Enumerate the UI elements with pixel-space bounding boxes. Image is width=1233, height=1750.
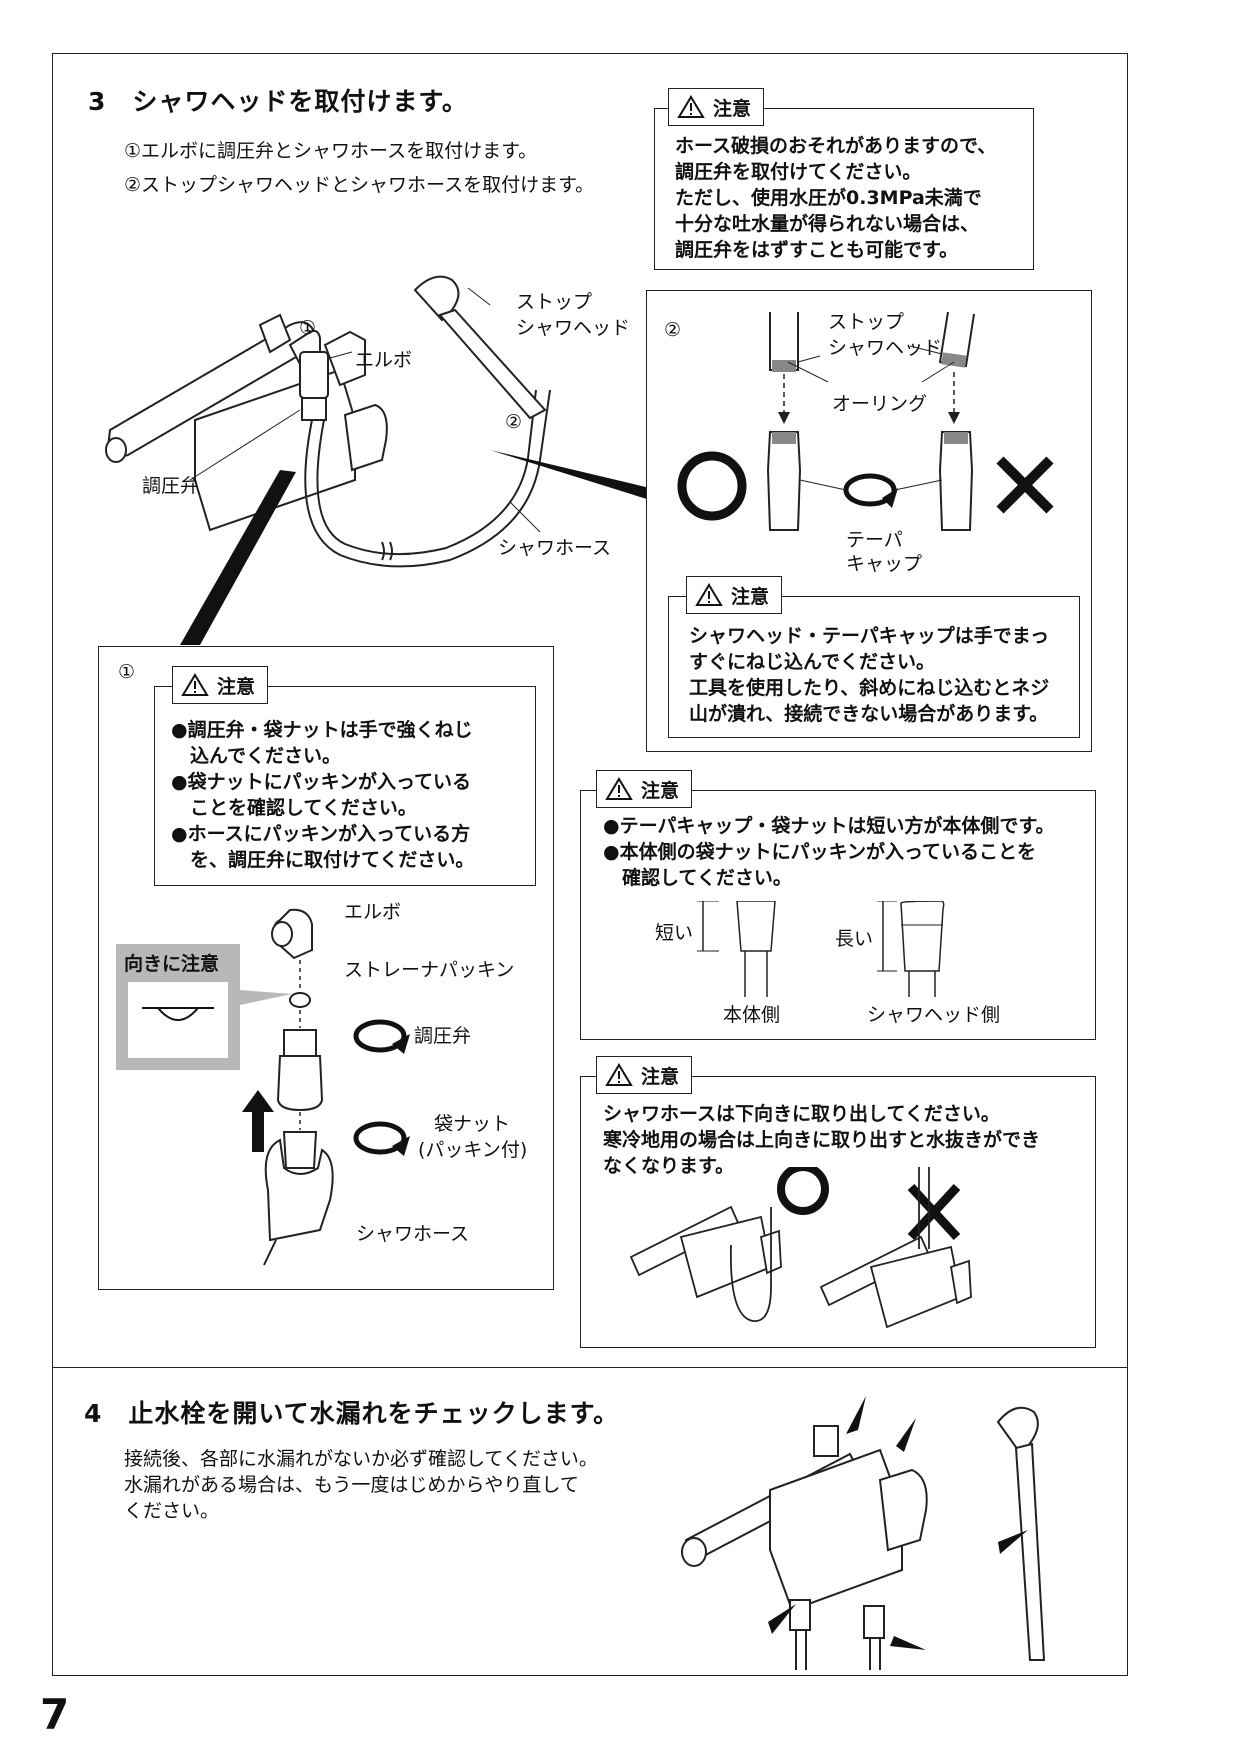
orientation-note-box: 向きに注意 [116, 944, 240, 1070]
caution-mid-line: 確認してください。 [603, 867, 792, 889]
pointer-wedge [240, 990, 292, 1005]
section-divider [52, 1367, 1128, 1368]
panel1-caution-line: ことを確認してください。 [171, 797, 417, 819]
panel1-regulator-label: 調圧弁 [414, 1025, 472, 1047]
panel1-caution-line: ●ホースにパッキンが入っている方 [171, 823, 471, 845]
panel1-marker: ① [118, 661, 136, 683]
caution-top-line: 調圧弁を取付けてください。 [675, 161, 922, 183]
caution-bottom-box: シャワホースは下向きに取り出してください。 寒冷地用の場合は上向きに取り出すと水… [580, 1076, 1096, 1348]
panel1-caution-line: ●袋ナットにパッキンが入っている [171, 771, 472, 793]
panel2-caution-box: シャワヘッド・テーパキャップは手でまっ すぐにねじ込んでください。 工具を使用し… [668, 596, 1080, 738]
wrong-mark-icon [907, 1183, 961, 1241]
page-frame [52, 53, 1128, 1676]
panel2-caution-line: すぐにねじ込んでください。 [689, 651, 936, 673]
panel1-caution-box: ●調圧弁・袋ナットは手で強くねじ 込んでください。 ●袋ナットにパッキンが入って… [154, 686, 536, 886]
rotate-arrow-icon [353, 1019, 410, 1054]
caution-label: 注意 [217, 675, 256, 698]
nut-length-illustration [697, 901, 945, 997]
taper-label-2: キャップ [846, 553, 923, 575]
panel1-elbow-label: エルボ [344, 901, 402, 923]
head-side-label: シャワヘッド側 [867, 1004, 1001, 1026]
caution-mid-line: ●テーパキャップ・袋ナットは短い方が本体側です。 [603, 815, 1055, 837]
step3-sub2: ②ストップシャワヘッドとシャワホースを取付けます。 [124, 174, 595, 196]
step3-sub1: ①エルボに調圧弁とシャワホースを取付けます。 [124, 140, 538, 162]
correct-mark-icon [777, 1167, 829, 1215]
panel1-hose-label: シャワホース [356, 1223, 470, 1245]
step4-line: 水漏れがある場合は、もう一度はじめからやり直して [124, 1474, 579, 1496]
caution-mid-box: ●テーパキャップ・袋ナットは短い方が本体側です。 ●本体側の袋ナットにパッキンが… [580, 790, 1096, 1040]
panel2-marker: ② [664, 319, 682, 341]
warning-triangle-icon [677, 95, 705, 118]
caution-bottom-line: 寒冷地用の場合は上向きに取り出すと水抜きができ [603, 1129, 1041, 1151]
step4-line: 接続後、各部に水漏れがないか必ず確認してください。 [124, 1448, 598, 1470]
packing-orientation-icon [142, 1007, 214, 1021]
long-label: 長い [835, 928, 874, 950]
panel1-caution-line: 込んでください。 [171, 745, 342, 767]
caution-label: 注意 [713, 97, 752, 120]
orientation-label: 向きに注意 [124, 953, 220, 975]
caution-bottom-line: シャワホースは下向きに取り出してください。 [603, 1103, 1000, 1125]
warning-triangle-icon [605, 1063, 633, 1086]
panel1-caution-line: ●調圧弁・袋ナットは手で強くねじ [171, 719, 473, 741]
wrong-mark-icon [996, 456, 1054, 514]
short-label: 短い [655, 922, 694, 944]
warning-triangle-icon [605, 777, 633, 800]
strainer-label: ストレーナパッキン [344, 959, 515, 981]
panel2-caution-line: 山が潰れ、接続できない場合があります。 [689, 703, 1049, 725]
marker-2: ② [505, 411, 523, 433]
panel2-caution-tag: 注意 [686, 576, 783, 614]
oring-label: オーリング [832, 393, 928, 415]
caution-top-line: ホース破損のおそれがありますので、 [675, 135, 997, 157]
panel2-stop-head-2: シャワヘッド [828, 337, 943, 359]
caution-mid-tag: 注意 [596, 770, 693, 808]
up-arrow-icon [242, 1090, 274, 1152]
body-side-label: 本体側 [723, 1004, 781, 1026]
caution-label: 注意 [641, 1065, 680, 1088]
panel2-caution-line: 工具を使用したり、斜めにねじ込むとネジ [689, 677, 1050, 699]
hose-direction-illustration [629, 1167, 972, 1329]
page-number: 7 [40, 1690, 70, 1739]
warning-triangle-icon [181, 673, 209, 696]
faucet-assembly-illustration [105, 275, 551, 568]
stop-head-label-1: ストップ [516, 291, 593, 313]
caution-label: 注意 [641, 779, 680, 802]
step3-title: 3 シャワヘッドを取付けます。 [88, 87, 468, 116]
step4-title: 4 止水栓を開いて水漏れをチェックします。 [84, 1399, 620, 1428]
panel2-caution-line: シャワヘッド・テーパキャップは手でまっ [689, 625, 1050, 647]
caution-top-tag: 注意 [668, 88, 765, 126]
nut-label-2: (パッキン付) [418, 1139, 528, 1161]
step4-line: ください。 [124, 1500, 220, 1522]
correct-mark-icon [677, 451, 747, 521]
leak-check-illustration [681, 1396, 1046, 1670]
callout-wedges [180, 450, 650, 645]
rotate-arrow-icon [353, 1121, 410, 1156]
regulator-label: 調圧弁 [142, 475, 200, 497]
caution-top-line: 調圧弁をはずすことも可能です。 [675, 239, 959, 261]
warning-triangle-icon [695, 583, 723, 606]
stop-head-label-2: シャワヘッド [516, 317, 631, 339]
hose-label: シャワホース [498, 537, 612, 559]
caution-label: 注意 [731, 585, 770, 608]
panel1-caution-tag: 注意 [172, 666, 269, 704]
panel1-caution-line: を、調圧弁に取付けてください。 [171, 849, 475, 871]
caution-mid-line: ●本体側の袋ナットにパッキンが入っていることを [603, 841, 1037, 863]
caution-top-box: ホース破損のおそれがありますので、 調圧弁を取付けてください。 ただし、使用水圧… [654, 108, 1034, 270]
taper-connection-illustration [677, 311, 1054, 531]
caution-top-line: 十分な吐水量が得られない場合は、 [675, 213, 980, 235]
regulator-exploded-illustration [263, 908, 334, 1266]
taper-label-1: テーパ [846, 529, 903, 551]
panel2-stop-head-1: ストップ [828, 311, 905, 333]
elbow-label: エルボ [355, 349, 413, 371]
nut-label-1: 袋ナット [434, 1113, 511, 1135]
caution-top-line: ただし、使用水圧が0.3MPa未満で [675, 187, 982, 209]
marker-1: ① [299, 317, 317, 339]
caution-bottom-tag: 注意 [596, 1056, 693, 1094]
caution-bottom-line: なくなります。 [603, 1155, 735, 1177]
